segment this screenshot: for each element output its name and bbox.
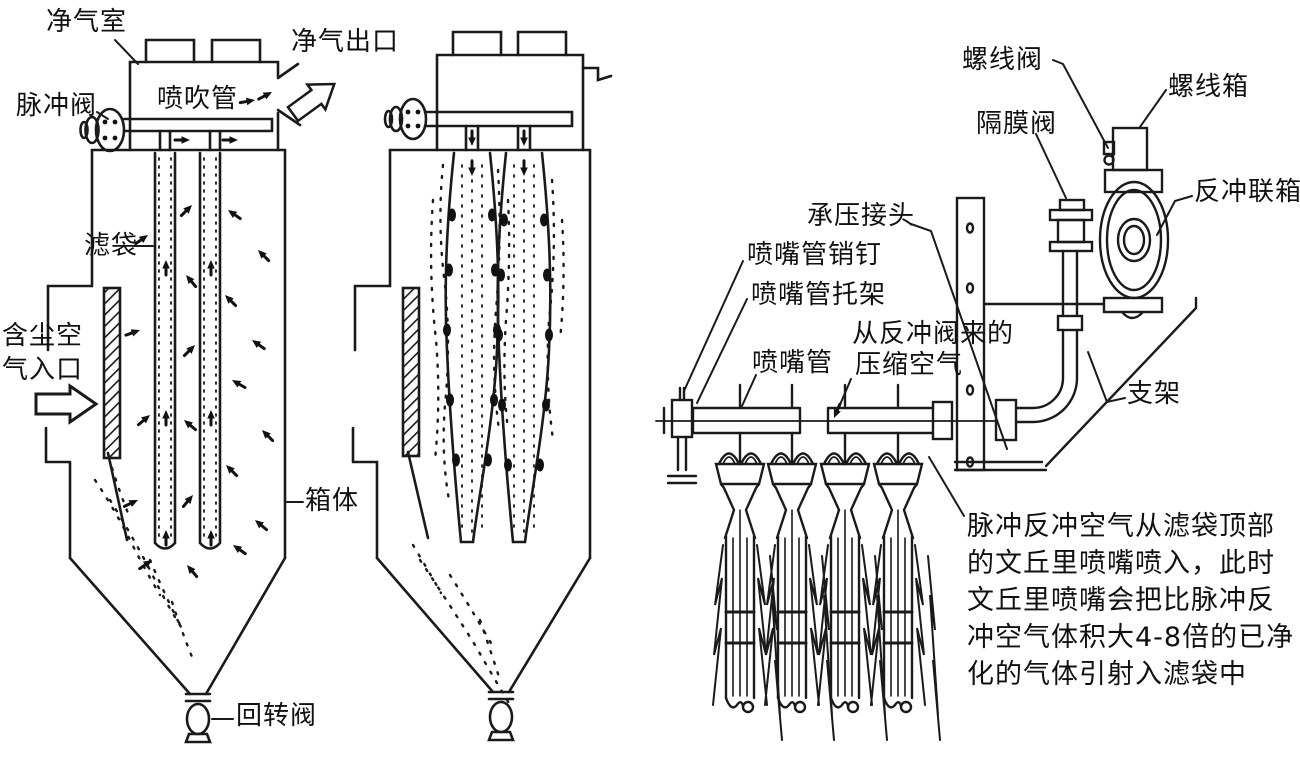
label-blow-pipe: 喷吹管: [157, 84, 239, 114]
note-paragraph: 脉冲反冲空气从滤袋顶部 的文丘里喷嘴喷入，此时 文丘里喷嘴会把比脉冲反 冲空气体…: [967, 508, 1294, 693]
label-solenoid-valve: 螺线阀: [962, 45, 1044, 75]
label-nozzle-pipe-bracket: 喷嘴管托架: [751, 280, 887, 310]
note-line: 文丘里喷嘴会把比脉冲反: [967, 585, 1275, 616]
leader-lines: [96, 39, 1193, 720]
label-dusty-air-inlet-1: 含尘空: [2, 321, 84, 351]
label-nozzle-pipe-pin: 喷嘴管销钉: [747, 240, 883, 270]
left-baghouse-section: [34, 38, 345, 744]
label-pulse-valve: 脉冲阀: [16, 91, 98, 121]
label-compressed-air-2: 压缩空气: [855, 350, 964, 380]
note-line: 的文丘里喷嘴喷入，此时: [967, 548, 1275, 579]
label-support: 支架: [1127, 379, 1182, 409]
label-diaphragm-valve: 隔膜阀: [976, 109, 1058, 139]
dust-clumps: [443, 208, 553, 472]
note-line: 化的气体引射入滤袋中: [967, 659, 1247, 690]
middle-baghouse-section: [351, 30, 613, 742]
label-dusty-air-inlet-2: 气入口: [2, 355, 84, 385]
label-casing: 箱体: [305, 486, 360, 516]
note-line: 冲空气体积大4-8倍的已净: [967, 622, 1295, 653]
label-backflush-header: 反冲联箱: [1194, 177, 1300, 207]
label-rotary-valve: 回转阀: [236, 701, 318, 731]
label-filter-bag: 滤袋: [84, 231, 139, 261]
note-line: 脉冲反冲空气从滤袋顶部: [967, 511, 1275, 542]
dust-speckles-middle: [411, 163, 565, 707]
label-solenoid-box: 螺线箱: [1168, 72, 1250, 102]
label-nozzle-pipe: 喷嘴管: [752, 348, 834, 378]
label-clean-air-outlet: 净气出口: [291, 27, 400, 57]
label-clean-air-chamber: 净气室: [46, 7, 128, 37]
label-pressure-joint: 承压接头: [807, 201, 916, 231]
dust-speckles-left: [93, 466, 194, 659]
pulse-jet-assembly: [655, 126, 1198, 742]
label-compressed-air-1: 从反冲阀来的: [852, 319, 1015, 349]
